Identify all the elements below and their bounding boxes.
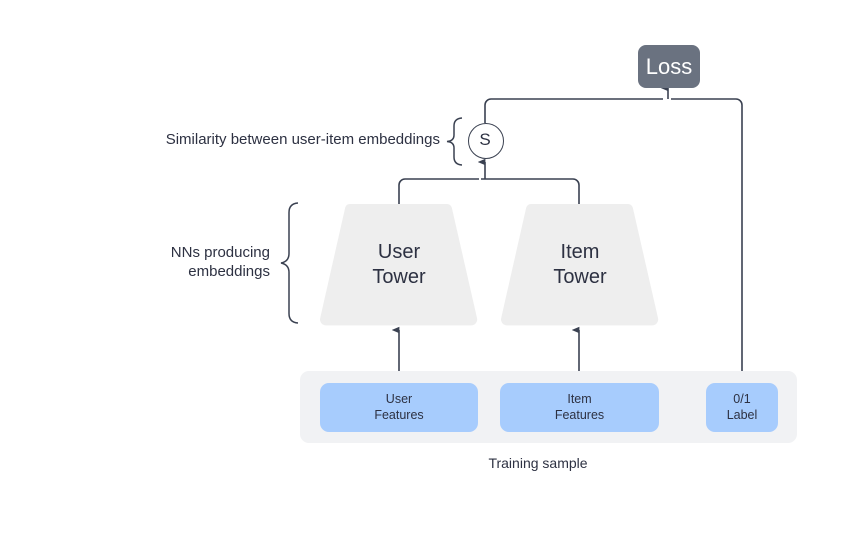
item-features-node[interactable] [500, 383, 659, 432]
connector-label-to-loss [671, 98, 743, 383]
user-tower-label: User Tower [372, 241, 426, 288]
brace-nn [280, 202, 299, 324]
item-tower-label: Item Tower [553, 241, 607, 288]
nn-annotation-label: NNs producing embeddings [170, 244, 270, 280]
brace-similarity [446, 117, 463, 166]
item-tower-shape [501, 204, 659, 326]
training-sample-caption: Training sample [488, 455, 588, 472]
connector-item-tower-to-similarity [481, 178, 580, 204]
connector-similarity-to-loss [484, 98, 663, 123]
connector-user-tower-to-similarity [398, 178, 479, 204]
user-features-node[interactable] [320, 383, 478, 432]
label-node[interactable] [706, 383, 778, 432]
similarity-annotation-label: Similarity between user-item embeddings [165, 130, 440, 148]
similarity-node[interactable] [468, 123, 504, 159]
loss-node[interactable] [638, 45, 700, 88]
user-tower-shape [320, 204, 478, 326]
